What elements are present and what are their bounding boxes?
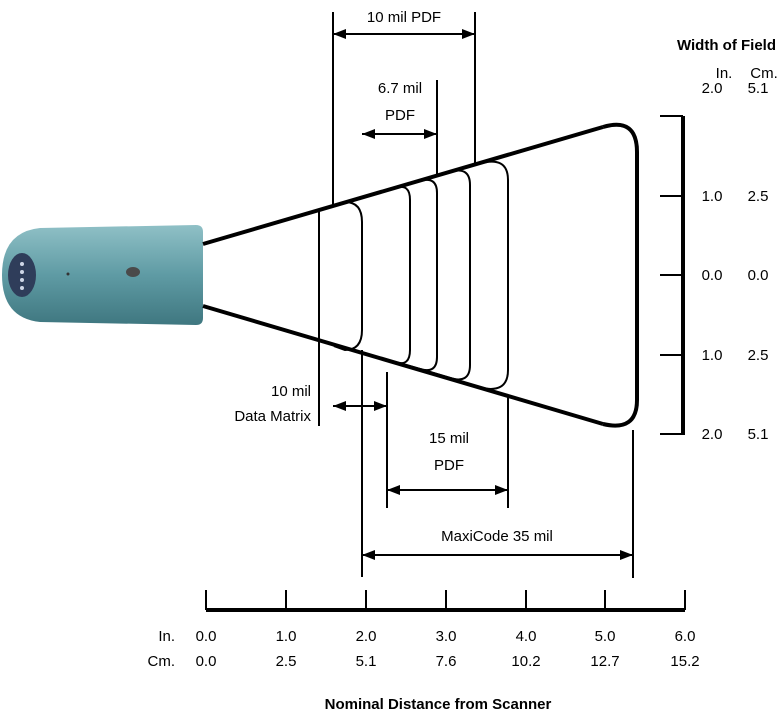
- axis-in-tick: 6.0: [675, 628, 696, 645]
- axis-cm-tick: 5.1: [356, 653, 377, 670]
- wof-cm-value: 2.5: [748, 347, 769, 364]
- label-10-mil-pdf: 10 mil PDF: [367, 9, 441, 26]
- axis-in-tick: 1.0: [276, 628, 297, 645]
- label-15-mil-pdf: PDF: [434, 457, 464, 474]
- label-data-matrix: Data Matrix: [234, 408, 311, 425]
- axis-cm-tick: 2.5: [276, 653, 297, 670]
- label-maxicode: MaxiCode 35 mil: [441, 528, 553, 545]
- axis-cm-tick: 10.2: [511, 653, 540, 670]
- axis-cm-tick: 12.7: [590, 653, 619, 670]
- axis-unit-in: In.: [158, 628, 175, 645]
- scan-field: [202, 122, 639, 428]
- scanner-window: [8, 253, 36, 297]
- wof-in-value: 1.0: [702, 347, 723, 364]
- label-10-mil-dm: 10 mil: [271, 383, 311, 400]
- wof-unit-cm: Cm.: [750, 65, 778, 82]
- axis-cm-tick: 7.6: [436, 653, 457, 670]
- wof-cm-value: 5.1: [748, 80, 769, 97]
- dimension-lines: [318, 12, 634, 578]
- pdf-6-7-boundary: [333, 200, 363, 352]
- axis-unit-cm: Cm.: [148, 653, 176, 670]
- axis-cm-tick: 15.2: [670, 653, 699, 670]
- scanner-led: [126, 267, 140, 277]
- wof-cm-value: 0.0: [748, 267, 769, 284]
- axis-title: Nominal Distance from Scanner: [325, 696, 552, 713]
- wof-cm-value: 5.1: [748, 426, 769, 443]
- wof-cm-value: 2.5: [748, 188, 769, 205]
- wof-in-value: 2.0: [702, 426, 723, 443]
- axis-in-tick: 5.0: [595, 628, 616, 645]
- wof-in-value: 1.0: [702, 188, 723, 205]
- axis-in-tick: 0.0: [196, 628, 217, 645]
- axis-in-tick: 4.0: [516, 628, 537, 645]
- width-of-field-scale: Width of Field In. Cm. 2.0 5.1 1.0 2.5 0…: [660, 37, 778, 443]
- label-6-7-mil-pdf: PDF: [385, 107, 415, 124]
- width-of-field-title: Width of Field: [677, 37, 776, 54]
- axis-in-tick: 3.0: [436, 628, 457, 645]
- label-15-mil: 15 mil: [429, 430, 469, 447]
- wof-unit-in: In.: [716, 65, 733, 82]
- axis-cm-tick: 0.0: [196, 653, 217, 670]
- wof-in-value: 2.0: [702, 80, 723, 97]
- distance-axis: In. Cm. 0.0 1.0 2.0 3.0 4.0 5.0 6.0 0.0 …: [148, 590, 700, 713]
- scanner-image: [2, 225, 203, 325]
- label-6-7-mil: 6.7 mil: [378, 80, 422, 97]
- wof-in-value: 0.0: [702, 267, 723, 284]
- axis-in-tick: 2.0: [356, 628, 377, 645]
